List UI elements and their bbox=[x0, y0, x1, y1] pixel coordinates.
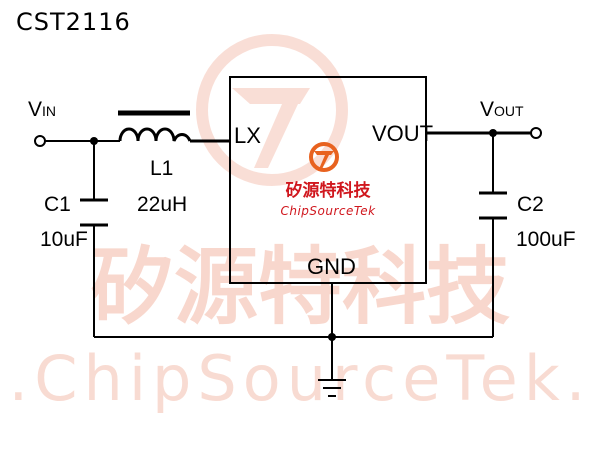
logo-chinese-text: 矽源特科技 bbox=[286, 180, 372, 201]
ic-pin-lx: LX bbox=[234, 123, 261, 148]
l1-ref-label: L1 bbox=[150, 157, 174, 180]
c2-ref-label: C2 bbox=[517, 193, 544, 216]
logo-latin-text: ChipSourceTek bbox=[280, 204, 376, 218]
c1-value-label: 10uF bbox=[40, 228, 88, 251]
page-title: CST2116 bbox=[16, 8, 131, 36]
vout-terminal bbox=[530, 127, 542, 139]
logo-icon bbox=[309, 142, 339, 172]
inductor-l1 bbox=[118, 127, 192, 142]
c2-value-label: 100uF bbox=[516, 228, 576, 251]
vout-main-text: V bbox=[480, 98, 495, 121]
junction-dot bbox=[489, 129, 497, 137]
junction-dot bbox=[90, 137, 98, 145]
vout-sub-text: OUT bbox=[494, 103, 524, 119]
vin-sub-text: IN bbox=[42, 103, 57, 119]
ic-box bbox=[229, 76, 427, 284]
l1-value-label: 22uH bbox=[137, 193, 188, 216]
vout-label: VOUT bbox=[480, 99, 524, 120]
ic-pin-vout: VOUT bbox=[372, 121, 434, 146]
c1-ref-label: C1 bbox=[44, 193, 71, 216]
vin-label: VIN bbox=[28, 99, 56, 120]
ic-pin-gnd: GND bbox=[307, 254, 356, 279]
vin-terminal bbox=[34, 135, 46, 147]
vin-main-text: V bbox=[28, 98, 43, 121]
junction-dot bbox=[328, 333, 336, 341]
